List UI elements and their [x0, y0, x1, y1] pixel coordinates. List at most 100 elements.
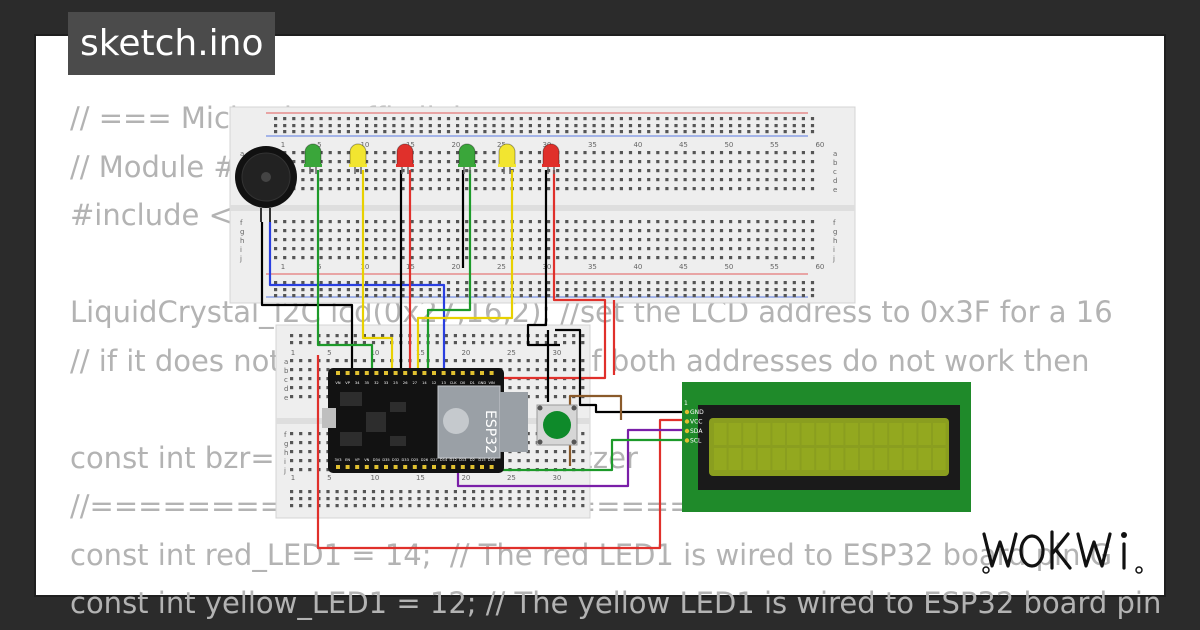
pedestrian-button[interactable]: [536, 404, 578, 446]
bb-bottom-row-label: a: [284, 358, 288, 366]
wire-lcd-vcc: [316, 355, 688, 550]
esp32-pin-label: 32: [374, 381, 379, 385]
bb-top-col-label: 20: [451, 141, 460, 149]
bb-bottom-col-label: 1: [291, 349, 295, 357]
wire-red-led2: [470, 170, 607, 380]
wire-led2-gnd: [461, 170, 560, 347]
bb-top-row-label: i: [833, 246, 835, 254]
esp32-pin-label: D12: [450, 458, 457, 462]
wire-buzzer-black: [260, 222, 354, 372]
lcd-pin-label: SCL: [690, 438, 702, 445]
bb-top-col-label: 10: [360, 263, 369, 271]
bb-top-row-label: d: [833, 177, 837, 185]
buzzer[interactable]: [235, 146, 297, 222]
bb-top-row-label: c: [833, 168, 837, 176]
led[interactable]: [498, 143, 516, 174]
bb-top-col-label: 60: [815, 263, 824, 271]
esp32-pin-label: VN: [335, 381, 340, 385]
esp32-pin-label: 35: [365, 381, 370, 385]
esp32-pin-label: 27: [413, 381, 418, 385]
bb-top-col-label: 35: [588, 141, 597, 149]
esp32-pin-label: 33: [384, 381, 389, 385]
bb-bottom-col-label: 30: [552, 349, 561, 357]
esp32-pin-label: VN: [364, 458, 369, 462]
bb-bottom-col-label: 10: [370, 349, 379, 357]
bb-bottom-col-label: 10: [370, 474, 379, 482]
bb-top-row-label: j: [832, 255, 835, 263]
esp32-pin-label: D13: [459, 458, 466, 462]
esp32-pin-label: D25: [411, 458, 418, 462]
esp32-pin-label: D33: [402, 458, 409, 462]
esp32-pin-label: D14: [440, 458, 448, 462]
esp32-pin-label: 12: [432, 381, 437, 385]
bb-top-col-label: 30: [542, 141, 551, 149]
file-tab-title: sketch.ino: [68, 12, 276, 75]
bb-bottom-row-label: g: [284, 440, 288, 448]
bb-top-col-label: 10: [360, 141, 369, 149]
esp32-pin-label: D2: [470, 458, 475, 462]
bb-bottom-col-label: 15: [416, 349, 425, 357]
bb-top-row-label: h: [240, 237, 244, 245]
bb-top-row-label: e: [833, 186, 837, 194]
esp32-pin-label: D35: [382, 458, 389, 462]
bb-bottom-row-label: f: [284, 431, 287, 439]
bb-top-col-label: 5: [317, 141, 321, 149]
esp32-pin-label: GND: [478, 381, 486, 385]
lcd-pin-number: 1: [684, 400, 688, 407]
esp32-pin-label: D15: [478, 458, 485, 462]
esp32-pin-label: VP: [345, 381, 350, 385]
wire-green-led1: [316, 170, 374, 372]
bb-bottom-col-label: 20: [461, 349, 470, 357]
led[interactable]: [396, 143, 414, 174]
bb-top-row-label: i: [240, 246, 242, 254]
esp32-pin-label: D34: [373, 458, 381, 462]
esp32-pin-label: 26: [403, 381, 408, 385]
esp32-pin-label: D16: [488, 458, 496, 462]
led[interactable]: [542, 143, 560, 174]
bb-bottom-col-label: 20: [461, 474, 470, 482]
bb-top-col-label: 40: [633, 263, 642, 271]
bb-top-row-label: f: [833, 219, 836, 227]
wokwi-logo: [982, 530, 1143, 574]
esp32-chip-label: ESP32: [482, 410, 498, 454]
led[interactable]: [349, 143, 367, 174]
esp32-pin-label: 14: [422, 381, 427, 385]
esp32-pin-label: D1: [470, 381, 475, 385]
breadboard-top: 1155101015152020252530303535404045455050…: [229, 106, 856, 304]
bb-top-row-label: g: [833, 228, 837, 236]
lcd-pin-label: SDA: [690, 428, 703, 435]
led-group: [304, 143, 560, 174]
bb-top-col-label: 55: [770, 141, 779, 149]
bb-top-row-label: f: [240, 219, 243, 227]
bb-bottom-row-label: e: [284, 394, 288, 402]
bb-top-col-label: 1: [281, 141, 285, 149]
esp32-pin-label: 3V3: [334, 458, 341, 462]
esp32-pin-label: D32: [392, 458, 399, 462]
bb-top-col-label: 50: [724, 263, 733, 271]
esp32-pin-label: D27: [430, 458, 437, 462]
bb-top-col-label: 60: [815, 141, 824, 149]
bb-top-col-label: 15: [406, 141, 415, 149]
bb-bottom-row-label: b: [284, 367, 289, 375]
esp32-pin-label: D26: [421, 458, 429, 462]
bb-bottom-col-label: 25: [507, 474, 516, 482]
bb-top-row-label: b: [833, 159, 838, 167]
bb-bottom-col-label: 30: [552, 474, 561, 482]
led[interactable]: [458, 143, 476, 174]
bb-top-col-label: 5: [317, 263, 321, 271]
bb-bottom-col-label: 1: [291, 474, 295, 482]
bb-top-col-label: 50: [724, 141, 733, 149]
bb-top-row-label: j: [239, 255, 242, 263]
led[interactable]: [304, 143, 322, 174]
bb-top-col-label: 45: [679, 141, 688, 149]
esp32-pin-label: D0: [460, 381, 466, 385]
bb-top-row-label: a: [833, 150, 837, 158]
bb-top-col-label: 45: [679, 263, 688, 271]
esp32-pin-label: CLK: [450, 381, 458, 385]
wire-green-led2: [426, 170, 472, 372]
esp32-pin-label: VIN: [488, 381, 495, 385]
bb-bottom-col-label: 5: [327, 349, 331, 357]
